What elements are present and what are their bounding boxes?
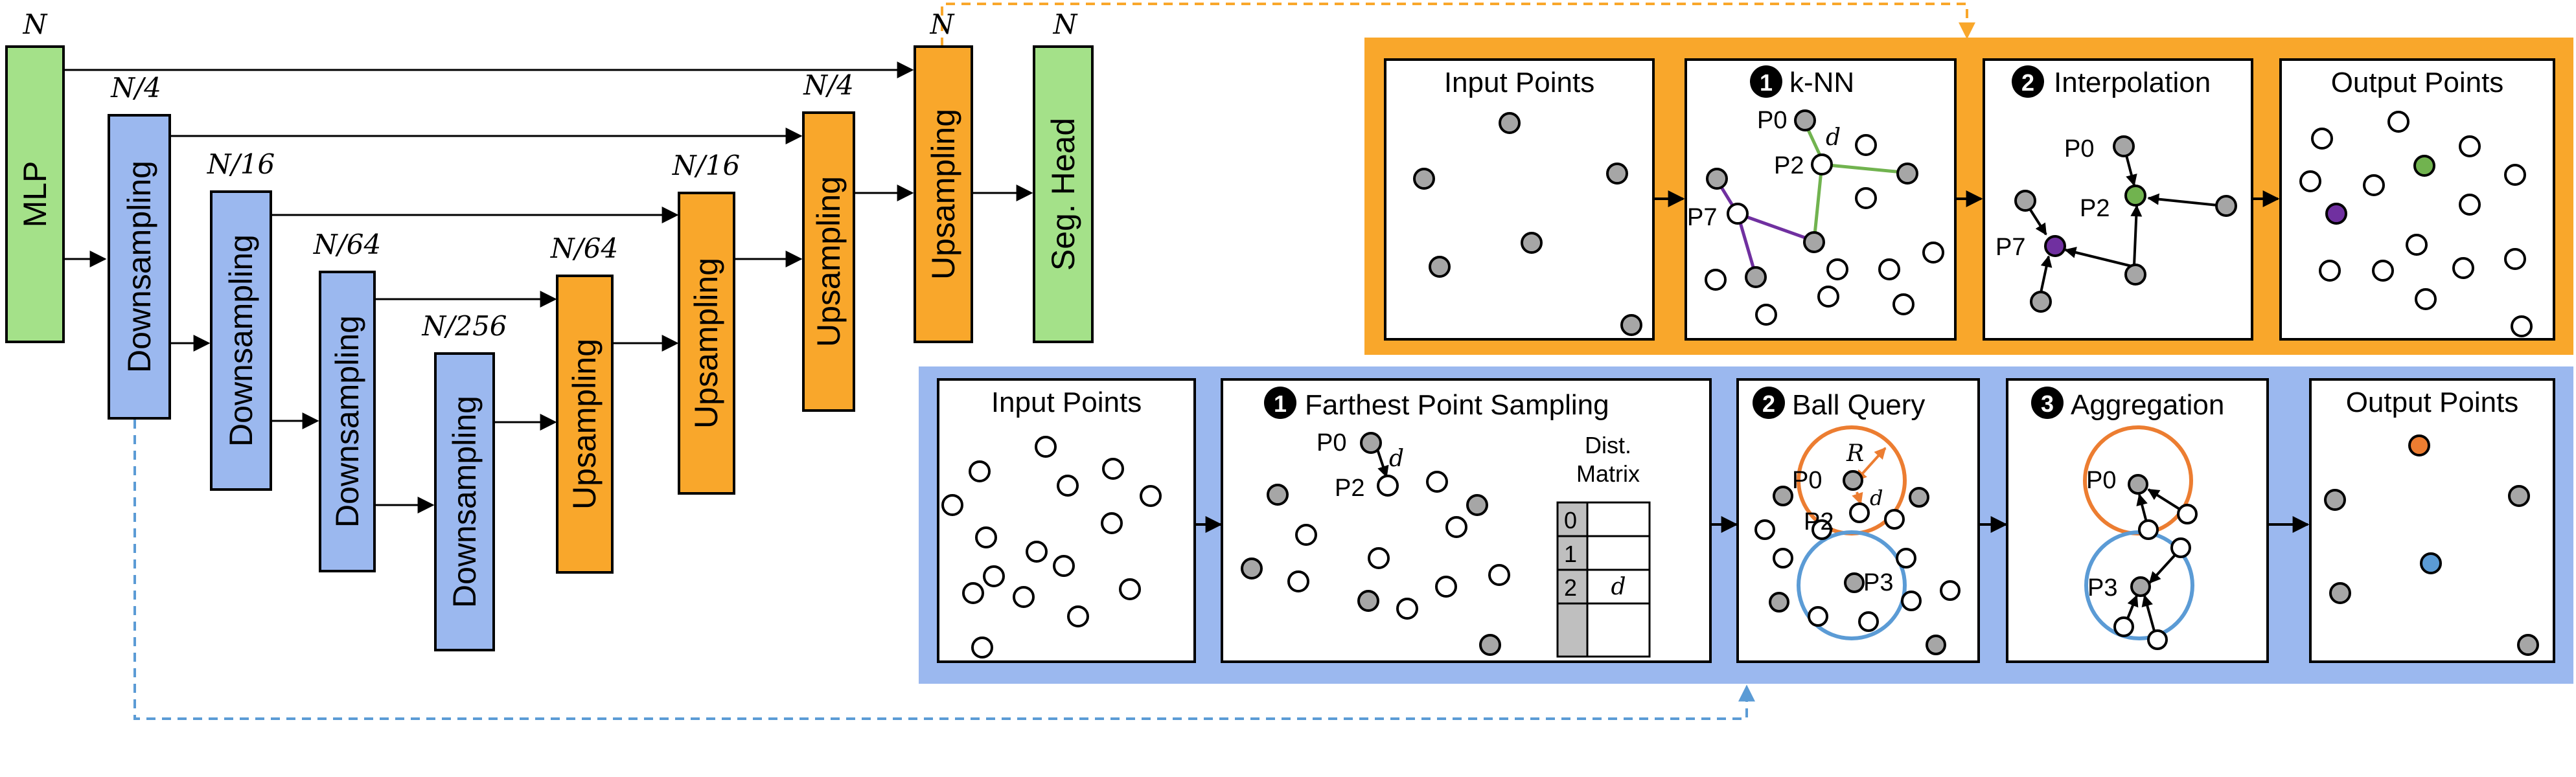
downsampling-label: Downsampling — [121, 161, 157, 373]
upsampling-label: Upsampling — [811, 176, 847, 347]
step-number: 1 — [1760, 69, 1773, 96]
matrix-row-2: 2 — [1564, 574, 1577, 601]
down-aggregation-box: 3 Aggregation P0 P3 — [2006, 378, 2269, 663]
step-title: Interpolation — [2054, 67, 2211, 98]
upsampling-size: N/16 — [672, 150, 740, 181]
step-title: Input Points — [991, 387, 1142, 418]
step-title: k-NN — [1789, 67, 1854, 98]
step-number: 2 — [1762, 390, 1775, 417]
downsampling-size: N/256 — [421, 310, 507, 342]
matrix-title-line1: Dist. — [1585, 432, 1631, 458]
matrix-cell-d: d — [1611, 574, 1626, 600]
upsampling-size: N/4 — [803, 69, 854, 101]
label-p2: P2 — [1335, 475, 1364, 502]
input-points — [941, 436, 1162, 659]
downsampling-detail-connector — [133, 420, 1755, 720]
downsampling-size: N/16 — [207, 148, 275, 180]
input-points — [1413, 112, 1642, 336]
upsampling-block-1: Upsampling N/64 — [550, 232, 618, 574]
downsampling-size: N/4 — [110, 72, 161, 104]
ball-query-points — [1754, 470, 1961, 655]
step-title: Farthest Point Sampling — [1305, 389, 1609, 421]
seg-head-size: N — [1053, 8, 1078, 40]
seg-head-label: Seg. Head — [1045, 118, 1081, 271]
output-points — [2324, 434, 2539, 656]
seg-head-block: Seg. Head N — [1033, 8, 1094, 343]
fps-points — [1241, 432, 1510, 656]
upsampling-panel: Input Points 1 k-NN — [1364, 38, 2573, 355]
encoder-decoder: MLP N Downsampling N/4 Downsampling N/16… — [5, 3, 1975, 720]
distance-matrix: Dist. Matrix 0 1 2 d — [1556, 432, 1651, 658]
label-p0: P0 — [1317, 429, 1346, 456]
upsampling-block-4: Upsampling N — [914, 8, 973, 343]
mlp-label: MLP — [17, 161, 53, 228]
downsampling-label: Downsampling — [223, 234, 259, 447]
knn-points — [1705, 109, 1944, 326]
step-number-badge — [1264, 387, 1296, 419]
down-output-points-box: Output Points — [2309, 378, 2555, 663]
label-p7: P7 — [1687, 204, 1717, 231]
matrix-row-0: 0 — [1564, 507, 1577, 534]
matrix-row-1: 1 — [1564, 541, 1577, 567]
ball-query-radius-p3 — [1797, 530, 1907, 640]
label-p0: P0 — [2064, 135, 2094, 163]
up-knn-box: 1 k-NN — [1685, 58, 1957, 341]
downsampling-size: N/64 — [313, 229, 381, 260]
up-input-points-box: Input Points — [1384, 58, 1655, 341]
flow-arrows — [63, 62, 1033, 513]
upsampling-label: Upsampling — [925, 109, 961, 280]
label-p0: P0 — [1792, 467, 1822, 494]
label-p0: P0 — [1757, 107, 1787, 134]
matrix-title-line2: Matrix — [1576, 460, 1640, 487]
label-p2: P2 — [1804, 508, 1834, 535]
label-d: d — [1826, 124, 1841, 151]
upsampling-detail-connector — [941, 3, 1975, 47]
step-number: 2 — [2021, 69, 2034, 96]
label-d: d — [1870, 486, 1883, 510]
label-p0: P0 — [2086, 467, 2116, 494]
downsampling-block-3: Downsampling N/64 — [313, 229, 381, 572]
downsampling-label: Downsampling — [329, 315, 365, 528]
interp-points — [2014, 135, 2237, 313]
label-p3: P3 — [2087, 574, 2117, 602]
label-d: d — [1389, 445, 1404, 472]
upsampling-size: N — [930, 8, 955, 40]
label-p2: P2 — [1774, 152, 1804, 179]
upsampling-block-2: Upsampling N/16 — [672, 150, 740, 495]
upsampling-label: Upsampling — [566, 339, 603, 510]
up-output-points-box: Output Points — [2279, 58, 2555, 341]
up-interpolation-box: 2 Interpolation P0 P2 P7 — [1983, 58, 2253, 341]
step-title: Input Points — [1444, 67, 1594, 98]
label-p2: P2 — [2080, 195, 2110, 222]
down-input-points-box: Input Points — [937, 378, 1196, 663]
step-title: Output Points — [2331, 67, 2504, 98]
mlp-size: N — [23, 8, 48, 40]
step-number-badge — [2012, 65, 2044, 98]
step-title: Ball Query — [1792, 389, 1925, 421]
step-number: 1 — [1274, 390, 1287, 417]
step-number: 3 — [2041, 390, 2054, 417]
downsampling-panel: Input Points 1 Farthest Point Sampling — [919, 366, 2573, 684]
output-points — [2299, 111, 2533, 337]
downsampling-block-2: Downsampling N/16 — [207, 148, 275, 491]
mlp-block: MLP N — [5, 8, 65, 343]
downsampling-label: Downsampling — [446, 396, 483, 608]
step-title: Output Points — [2346, 387, 2519, 418]
label-p7: P7 — [1995, 234, 2025, 261]
downsampling-block-4: Downsampling N/256 — [421, 310, 507, 651]
step-number-badge — [2031, 387, 2064, 419]
down-fps-box: 1 Farthest Point Sampling P0 — [1221, 378, 1712, 663]
down-ball-query-box: 2 Ball Query — [1736, 378, 1980, 663]
downsampling-block-1: Downsampling N/4 — [108, 72, 171, 420]
label-p3: P3 — [1863, 569, 1893, 596]
aggregation-points — [2113, 474, 2198, 650]
upsampling-label: Upsampling — [688, 258, 724, 429]
label-r: R — [1846, 440, 1864, 467]
upsampling-block-3: Upsampling N/4 — [802, 69, 855, 412]
step-number-badge — [1753, 387, 1785, 419]
upsampling-size: N/64 — [550, 232, 618, 264]
step-number-badge — [1750, 65, 1782, 98]
step-title: Aggregation — [2071, 389, 2224, 421]
